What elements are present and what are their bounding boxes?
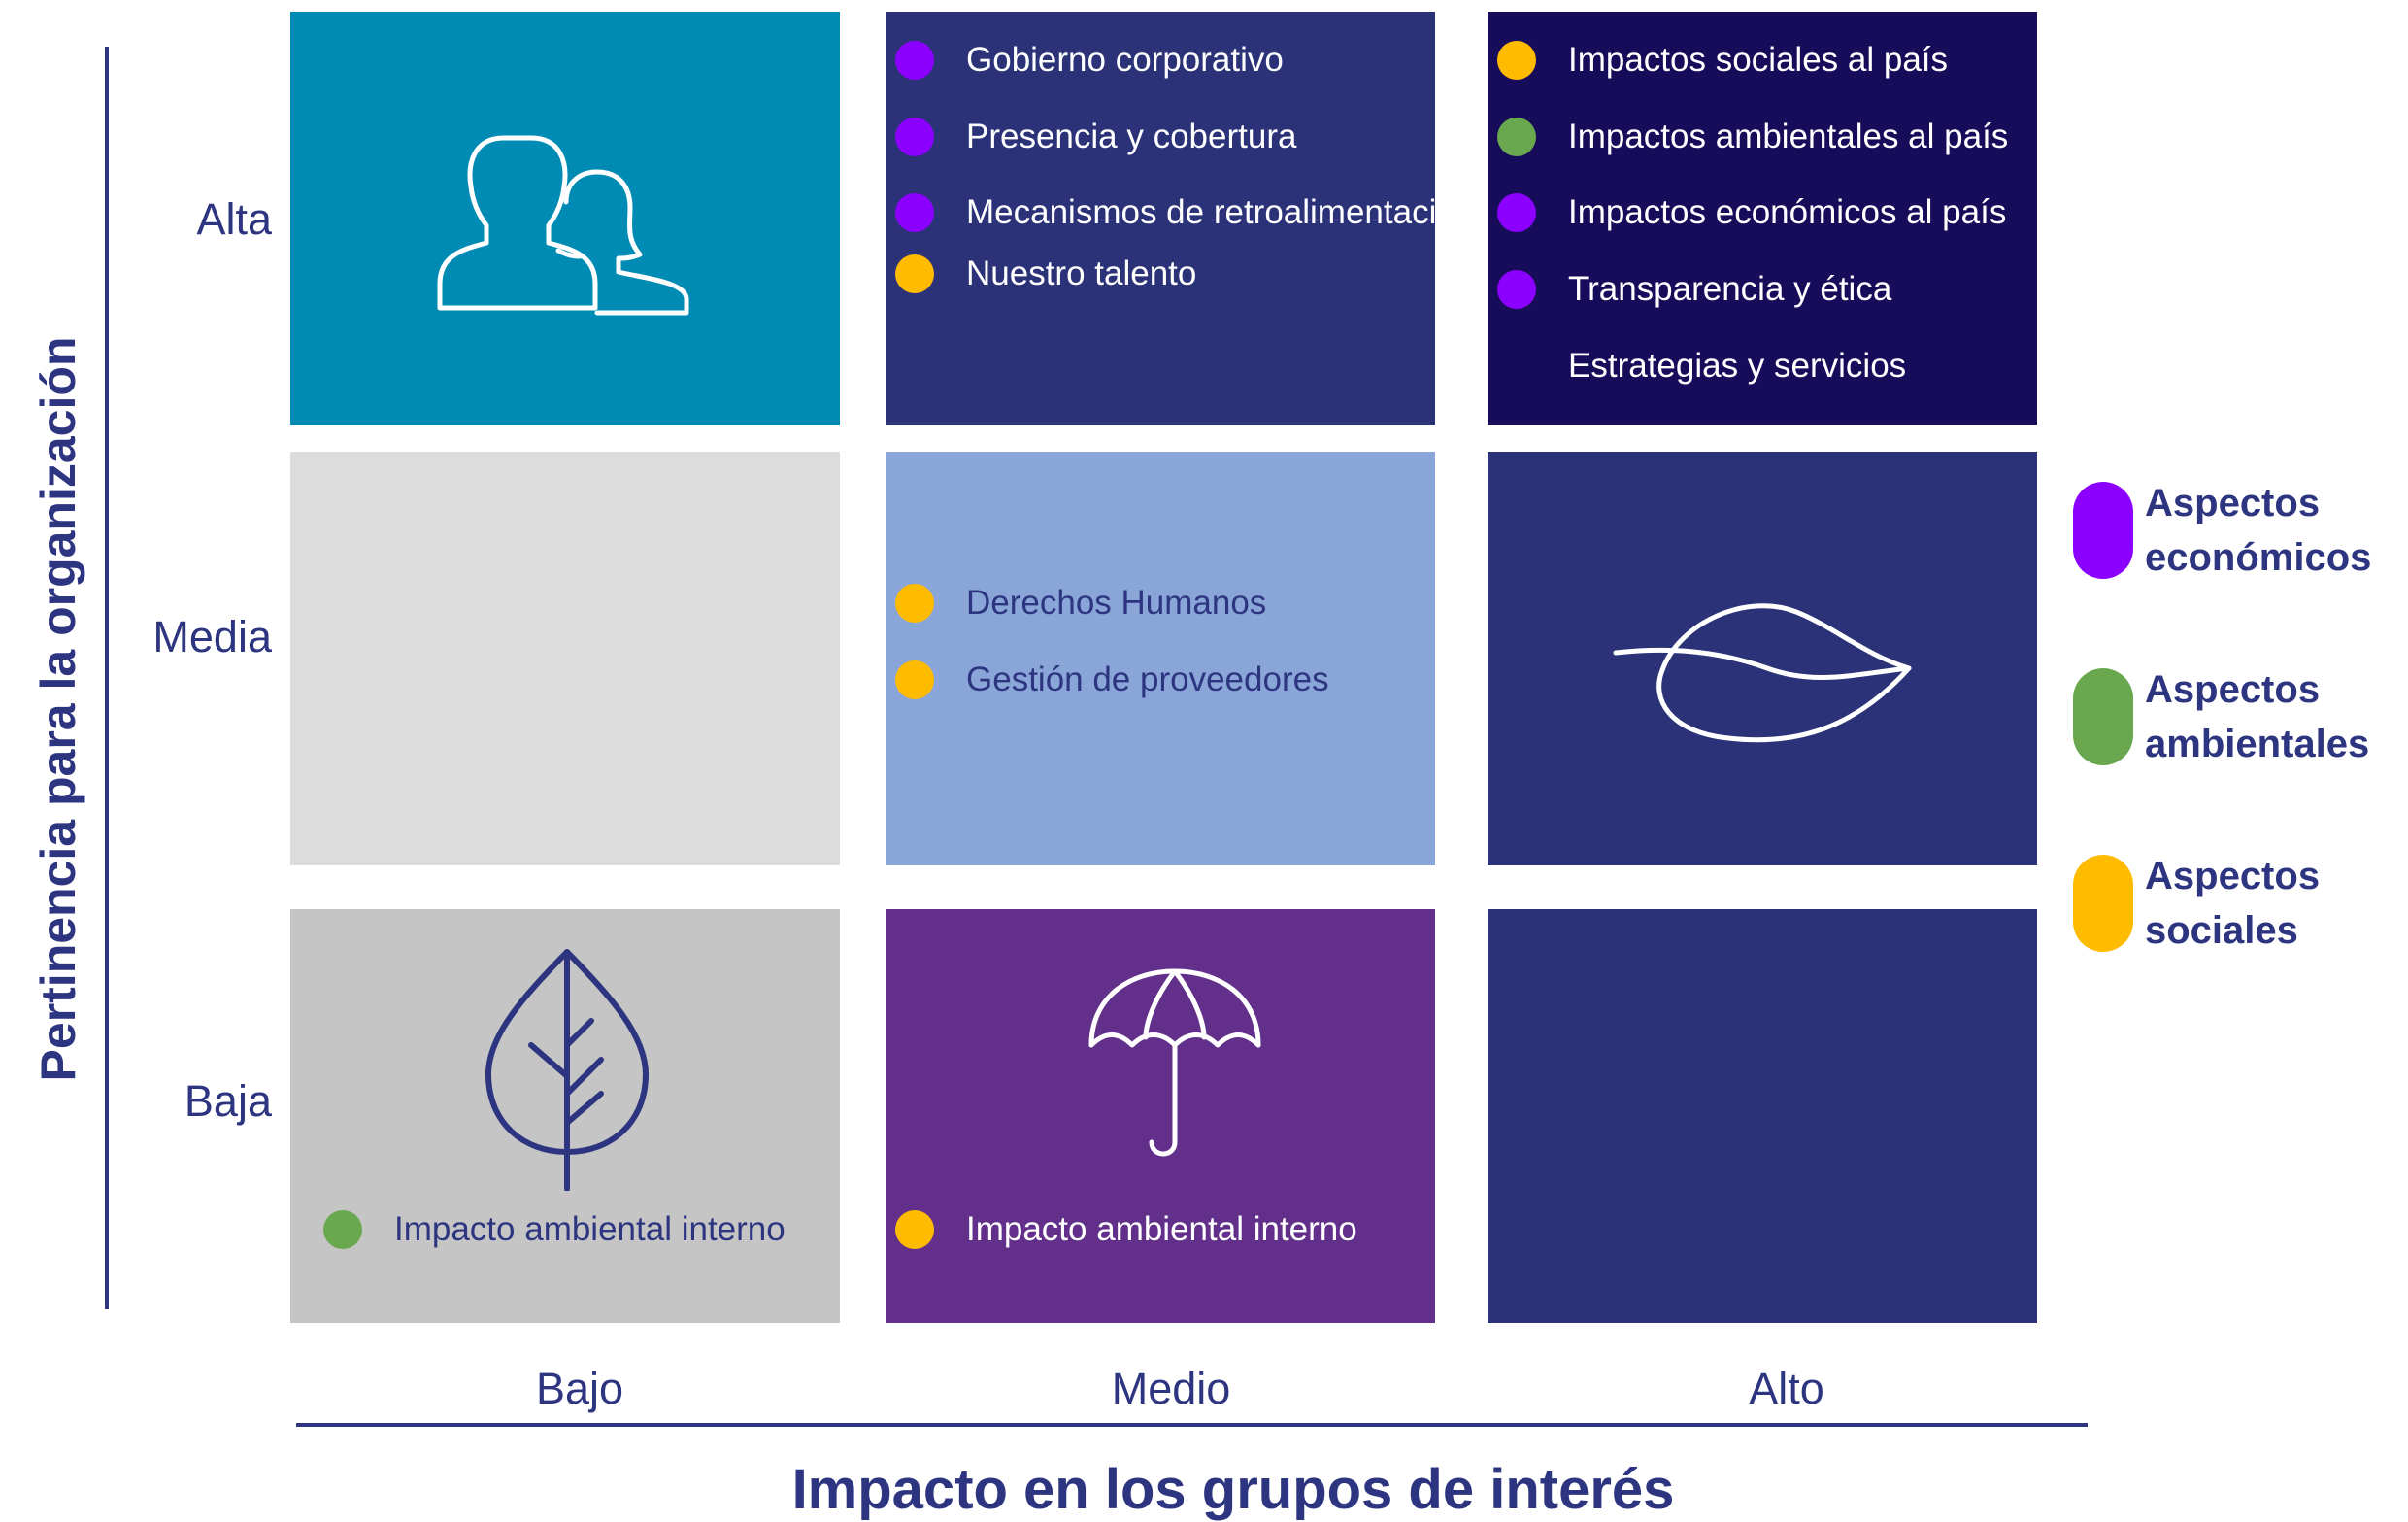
cell-media-medio: Derechos Humanos Gestión de proveedores (886, 452, 1435, 865)
umbrella-icon (1087, 967, 1262, 1167)
category-dot (895, 660, 934, 699)
category-dot (895, 118, 934, 156)
cell-baja-alto (1488, 909, 2037, 1323)
list-item: Gestión de proveedores (895, 660, 1329, 699)
legend-label: ambientales (2145, 723, 2370, 765)
cell-alta-medio: Gobierno corporativo Presencia y cobertu… (886, 12, 1474, 425)
list-item: Impacto ambiental interno (895, 1210, 1357, 1249)
list-item: Presencia y cobertura (895, 118, 1296, 156)
cell-media-bajo (290, 452, 840, 865)
col-label-alto: Alto (1749, 1364, 1824, 1413)
list-item: Mecanismos de retroalimentación (895, 193, 1474, 232)
category-dot (1497, 118, 1536, 156)
cell-baja-medio: Impacto ambiental interno (886, 909, 1435, 1323)
category-dot (895, 584, 934, 623)
legend-label: Aspectos (2145, 668, 2321, 711)
people-icon (436, 128, 698, 327)
list-item: Estrategias y servicios (1497, 347, 1906, 386)
category-dot (323, 1210, 362, 1249)
list-item: Impactos sociales al país (1497, 41, 1948, 80)
legend-swatch (2073, 855, 2133, 952)
legend-item-economic: Aspectos económicos (2073, 476, 2371, 585)
list-item: Impacto ambiental interno (323, 1210, 786, 1249)
category-dot (895, 193, 934, 232)
legend-swatch (2073, 482, 2133, 579)
x-axis-line (296, 1423, 2088, 1427)
list-item: Derechos Humanos (895, 584, 1266, 623)
row-label-baja: Baja (184, 1076, 272, 1126)
x-axis-title: Impacto en los grupos de interés (791, 1458, 1675, 1521)
category-dot (1497, 41, 1536, 80)
list-item: Nuestro talento (895, 254, 1196, 293)
category-dot (895, 254, 934, 293)
cell-baja-bajo: Impacto ambiental interno (290, 909, 840, 1323)
col-label-medio: Medio (1111, 1364, 1231, 1413)
row-label-alta: Alta (196, 194, 272, 244)
leaf-icon (1612, 592, 1913, 753)
list-item: Impactos económicos al país (1497, 193, 2006, 232)
col-label-bajo: Bajo (535, 1364, 624, 1413)
cell-alta-alto: Impactos sociales al país Impactos ambie… (1488, 12, 2037, 425)
list-item: Gobierno corporativo (895, 41, 1284, 80)
y-axis-line (105, 47, 109, 1309)
legend-label: económicos (2145, 536, 2372, 579)
row-label-media: Media (152, 612, 272, 661)
cell-media-alto (1488, 452, 2037, 865)
cell-alta-bajo (290, 12, 840, 425)
list-item: Transparencia y ética (1497, 270, 1891, 309)
legend-item-social: Aspectos sociales (2073, 849, 2320, 958)
category-dot (895, 41, 934, 80)
category-dot (895, 1210, 934, 1249)
legend-item-environmental: Aspectos ambientales (2073, 662, 2369, 771)
category-dot (1497, 347, 1536, 386)
legend-swatch (2073, 668, 2133, 765)
y-axis-title: Pertinencia para la organización (31, 336, 85, 1082)
legend-label: Aspectos (2145, 855, 2321, 897)
tree-leaf-icon (485, 948, 650, 1196)
category-dot (1497, 270, 1536, 309)
category-dot (1497, 193, 1536, 232)
list-item: Impactos ambientales al país (1497, 118, 2008, 156)
legend-label: sociales (2145, 909, 2298, 952)
legend-label: Aspectos (2145, 482, 2321, 524)
